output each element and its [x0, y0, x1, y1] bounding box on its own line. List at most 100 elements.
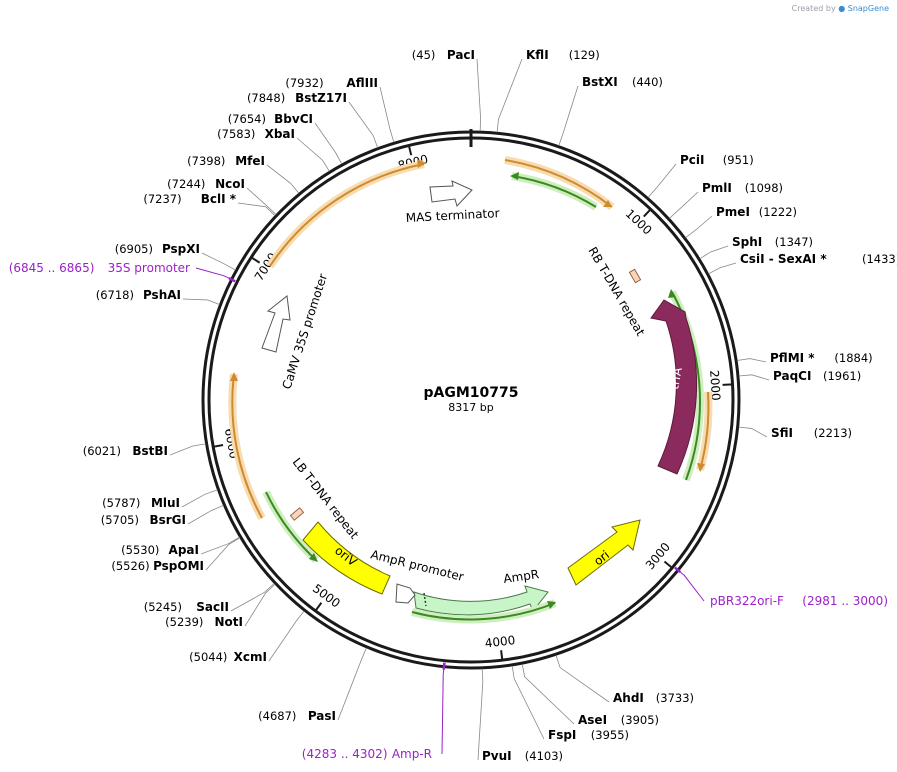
- site-position: (5787): [102, 496, 140, 510]
- primer-name: pBR322ori-F: [710, 594, 784, 608]
- primer-leader-line: [195, 267, 230, 279]
- camv-35s-promoter-arrow: [261, 295, 291, 353]
- site-position: (4103): [525, 749, 563, 763]
- site-name: NcoI: [215, 177, 245, 191]
- site-leader-line: [511, 665, 545, 740]
- site-name: MluI: [151, 496, 180, 510]
- primer-labels: 35S promoter(6845 .. 6865)pBR322ori-F(29…: [9, 261, 888, 761]
- restriction-site: AseI(3905): [578, 713, 659, 727]
- restriction-site: CsiI - SexAI * (1433): [740, 252, 897, 266]
- plasmid-name: pAGM10775: [424, 385, 519, 401]
- site-position: (5044): [189, 650, 227, 664]
- site-position: (7398): [187, 154, 225, 168]
- ampR-label: AmpR: [502, 567, 539, 586]
- site-position: (1347): [775, 235, 813, 249]
- site-name: PmeI: [716, 205, 750, 219]
- site-leader-line: [314, 122, 343, 165]
- site-position: (6905): [115, 242, 153, 256]
- site-leader-line: [246, 187, 277, 215]
- site-leader-line: [558, 85, 579, 146]
- site-leader-line: [737, 358, 767, 363]
- site-leader-line: [647, 163, 677, 198]
- site-labels: PacI (45) KflI(129) BstXI (440) PciI (951) PmlI…: [83, 48, 897, 763]
- site-position: (5705): [101, 513, 139, 527]
- site-position: (45): [412, 48, 436, 62]
- site-name: BstZ17I: [295, 91, 347, 105]
- tick-mark: [643, 208, 652, 218]
- restriction-site: MfeI (7398): [187, 154, 265, 168]
- site-name: AhdI: [613, 691, 644, 705]
- restriction-site: PasI(4687): [258, 709, 336, 723]
- site-name: KflI: [526, 48, 549, 62]
- site-leader-lines: [169, 58, 770, 761]
- site-name: CsiI - SexAI *: [740, 252, 827, 266]
- site-position: (1433): [862, 252, 897, 266]
- site-leader-line: [237, 202, 276, 216]
- site-position: (440): [632, 75, 663, 89]
- restriction-site: KflI(129): [526, 48, 600, 62]
- restriction-site: SfiI(2213): [771, 426, 852, 440]
- site-name: FspI: [548, 728, 576, 742]
- restriction-site: BbvCI(7654): [228, 112, 313, 126]
- primer-name: Amp-R: [392, 747, 432, 761]
- restriction-site: PmlI(1098): [702, 181, 783, 195]
- site-name: BclI *: [201, 192, 237, 206]
- site-position: (7244): [167, 177, 205, 191]
- restriction-site: PshAI(6718): [96, 288, 181, 302]
- site-leader-line: [244, 583, 276, 627]
- site-name: NotI: [215, 615, 244, 629]
- restriction-site: SacII(5245): [144, 600, 229, 614]
- restriction-site: BstZ17I (7848): [247, 91, 347, 105]
- site-name: ApaI: [169, 543, 199, 557]
- tick-mark: [314, 602, 323, 612]
- rb-repeat-label: RB T-DNA repeat: [585, 245, 647, 339]
- restriction-site: NotI(5239): [165, 615, 243, 629]
- tick-mark: [213, 444, 224, 448]
- site-leader-line: [685, 215, 713, 239]
- primer-range: (4283 .. 4302): [302, 747, 388, 761]
- site-position: (1884): [834, 351, 872, 365]
- site-leader-line: [296, 137, 330, 172]
- site-leader-line: [205, 537, 241, 571]
- restriction-site: XbaI(7583): [217, 127, 295, 141]
- tick-label: 3000: [643, 540, 673, 572]
- restriction-site: BsrGI(5705): [101, 513, 186, 527]
- site-position: (7848): [247, 91, 285, 105]
- watermark-brand: SnapGene: [847, 4, 889, 13]
- site-name: MfeI: [235, 154, 265, 168]
- tick-label: 5000: [310, 581, 343, 610]
- site-position: (3955): [591, 728, 629, 742]
- site-leader-line: [521, 664, 575, 725]
- site-name: BstXI: [582, 75, 618, 89]
- site-position: (5526): [111, 559, 149, 573]
- restriction-site: AflIII(7932): [285, 76, 378, 90]
- site-name: PasI: [308, 709, 336, 723]
- site-leader-line: [182, 298, 220, 305]
- site-position: (2213): [814, 426, 852, 440]
- trfA-label: trfA: [667, 366, 685, 391]
- ampR-promoter-arrow: [395, 583, 416, 604]
- restriction-site: PvuI(4103): [482, 749, 563, 763]
- restriction-site: PspOMI(5526): [111, 559, 204, 573]
- site-leader-line: [699, 245, 729, 260]
- site-leader-line: [477, 668, 484, 761]
- restriction-site: SphI (1347): [732, 235, 813, 249]
- site-leader-line: [266, 164, 300, 194]
- site-position: (5530): [121, 543, 159, 557]
- site-position: (951): [723, 153, 754, 167]
- site-leader-line: [268, 610, 305, 662]
- site-name: SphI: [732, 235, 762, 249]
- backbone: [201, 129, 741, 670]
- site-position: (7932): [285, 76, 323, 90]
- ori-feature: [567, 519, 641, 586]
- site-leader-line: [496, 58, 523, 133]
- primer-range: (2981 .. 3000): [802, 594, 888, 608]
- tick-label: 4000: [484, 633, 516, 651]
- site-name: PaqCI: [773, 369, 811, 383]
- snapgene-logo-icon: ●: [838, 4, 846, 13]
- oriV-feature: [302, 521, 391, 595]
- site-name: PacI: [447, 48, 475, 62]
- site-name: PciI: [680, 153, 705, 167]
- restriction-site: NcoI (7244): [167, 177, 245, 191]
- site-position: (3905): [621, 713, 659, 727]
